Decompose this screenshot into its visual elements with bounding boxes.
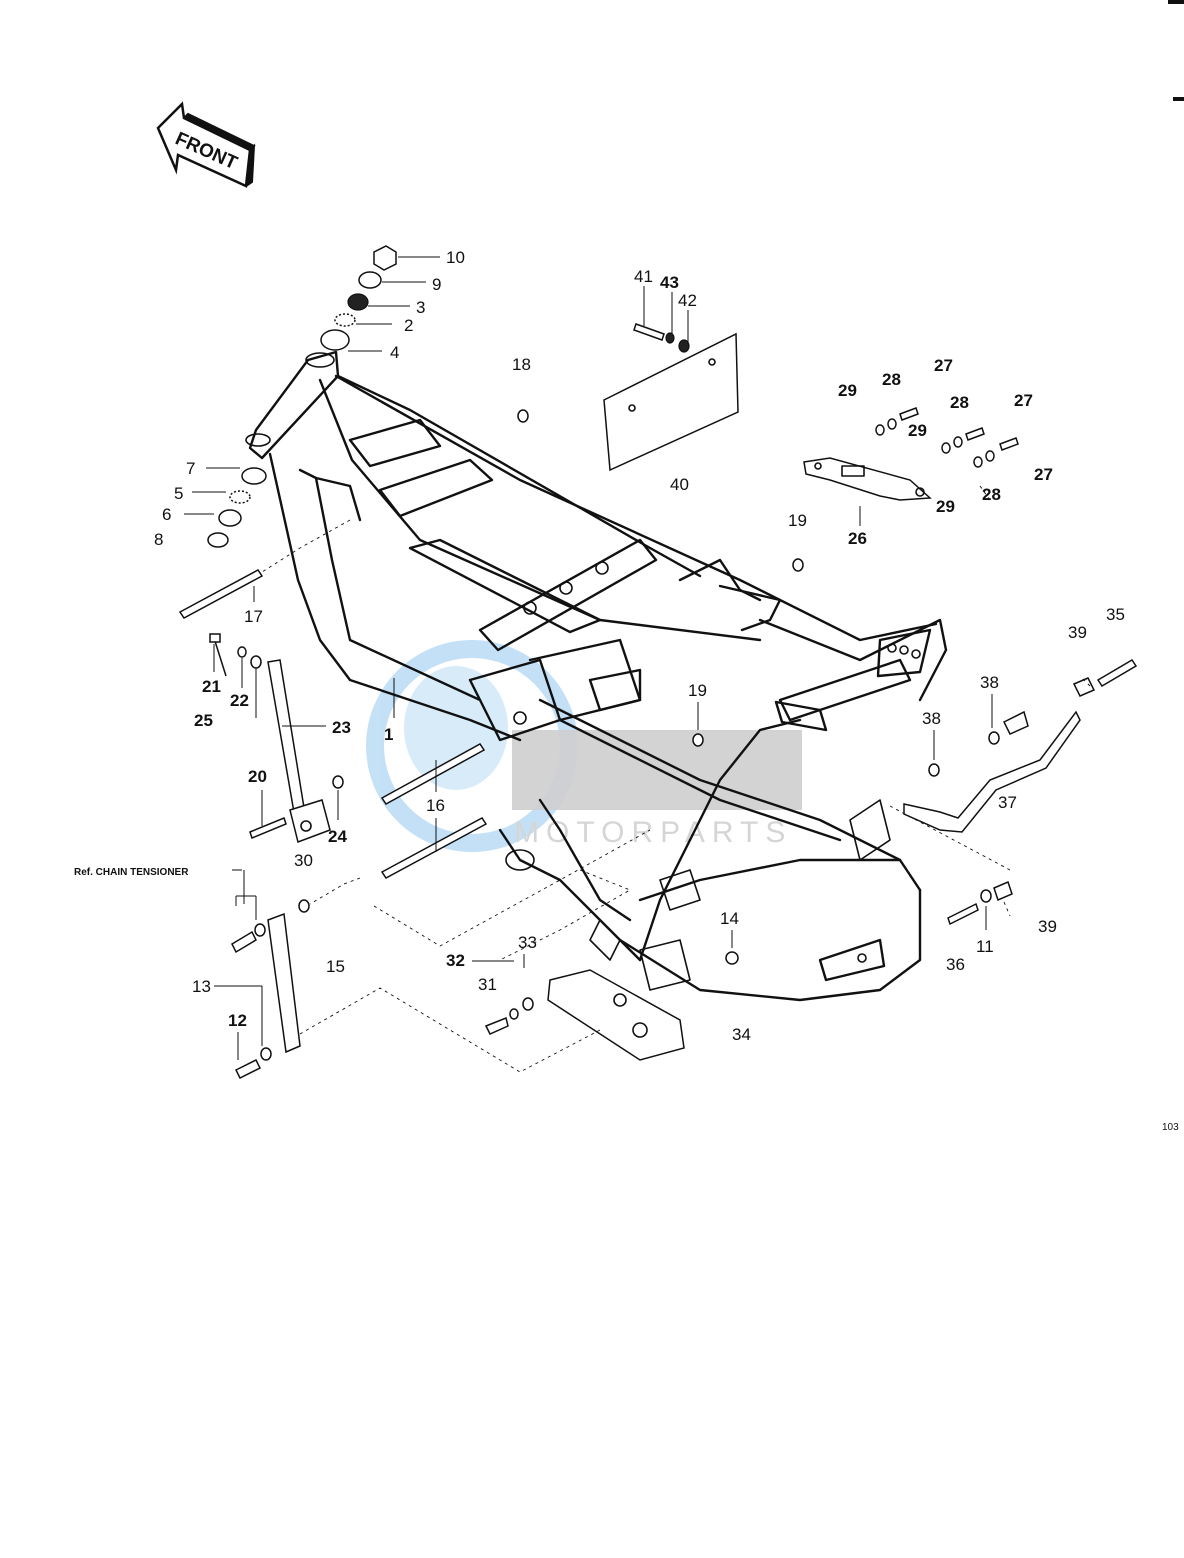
callout-39-top: 39 [1068, 623, 1087, 642]
callout-19-top: 19 [788, 511, 807, 530]
callout-33: 33 [518, 933, 537, 952]
callout-1: 1 [384, 725, 393, 744]
callout-18: 18 [512, 355, 531, 374]
callout-5: 5 [174, 484, 183, 503]
callout-19-mid: 19 [688, 681, 707, 700]
callout-28-b: 28 [950, 393, 969, 412]
callout-42: 42 [678, 291, 697, 310]
watermark-text: MOTORPARTS [514, 816, 792, 849]
callout-27-a: 27 [934, 356, 953, 375]
callout-30: 30 [294, 851, 313, 870]
callout-12: 12 [228, 1011, 247, 1030]
callout-39-bottom: 39 [1038, 917, 1057, 936]
callout-27-b: 27 [1014, 391, 1033, 410]
callout-38-b: 38 [922, 709, 941, 728]
callout-26: 26 [848, 529, 867, 548]
callout-28-a: 28 [882, 370, 901, 389]
callout-21: 21 [202, 677, 221, 696]
callout-40: 40 [670, 475, 689, 494]
callout-13: 13 [192, 977, 211, 996]
callout-29-a: 29 [838, 381, 857, 400]
callout-14: 14 [720, 909, 739, 928]
callout-9: 9 [432, 275, 441, 294]
callout-6: 6 [162, 505, 171, 524]
callout-3: 3 [416, 298, 425, 317]
callout-37: 37 [998, 793, 1017, 812]
callout-29-c: 29 [936, 497, 955, 516]
page-number: 103 [1162, 1122, 1179, 1133]
callout-25: 25 [194, 711, 213, 730]
callout-41: 41 [634, 267, 653, 286]
callout-2: 2 [404, 316, 413, 335]
callout-29-b: 29 [908, 421, 927, 440]
callout-4: 4 [390, 343, 399, 362]
front-arrow-icon: FRONT [156, 101, 256, 188]
callout-23: 23 [332, 718, 351, 737]
callout-43: 43 [660, 273, 679, 292]
callout-31: 31 [478, 975, 497, 994]
callout-15: 15 [326, 957, 345, 976]
callout-20: 20 [248, 767, 267, 786]
callout-28-c: 28 [982, 485, 1001, 504]
ref-chain-tensioner-label: Ref. CHAIN TENSIONER [74, 867, 189, 878]
callout-8: 8 [154, 530, 163, 549]
callout-38-a: 38 [980, 673, 999, 692]
callout-34: 34 [732, 1025, 751, 1044]
callout-22: 22 [230, 691, 249, 710]
callout-numbers: 10 9 3 2 4 7 5 6 8 17 21 22 25 23 1 20 2… [74, 248, 1125, 1044]
callout-35: 35 [1106, 605, 1125, 624]
watermark-logo: MOTORPARTS [366, 640, 802, 852]
callout-32: 32 [446, 951, 465, 970]
leader-lines [184, 256, 1091, 1073]
edge-mark-top [1168, 0, 1184, 4]
callout-11: 11 [976, 937, 994, 956]
callout-7: 7 [186, 459, 195, 478]
callout-16: 16 [426, 796, 445, 815]
bolts-and-washers [178, 323, 1138, 1080]
callout-24: 24 [328, 827, 347, 846]
callout-36: 36 [946, 955, 965, 974]
motorcycle-frame [245, 350, 948, 1002]
callout-27-c: 27 [1034, 465, 1053, 484]
steering-head-parts [207, 245, 397, 548]
callout-10: 10 [446, 248, 465, 267]
callout-17: 17 [244, 607, 263, 626]
edge-mark-mid [1173, 97, 1184, 101]
